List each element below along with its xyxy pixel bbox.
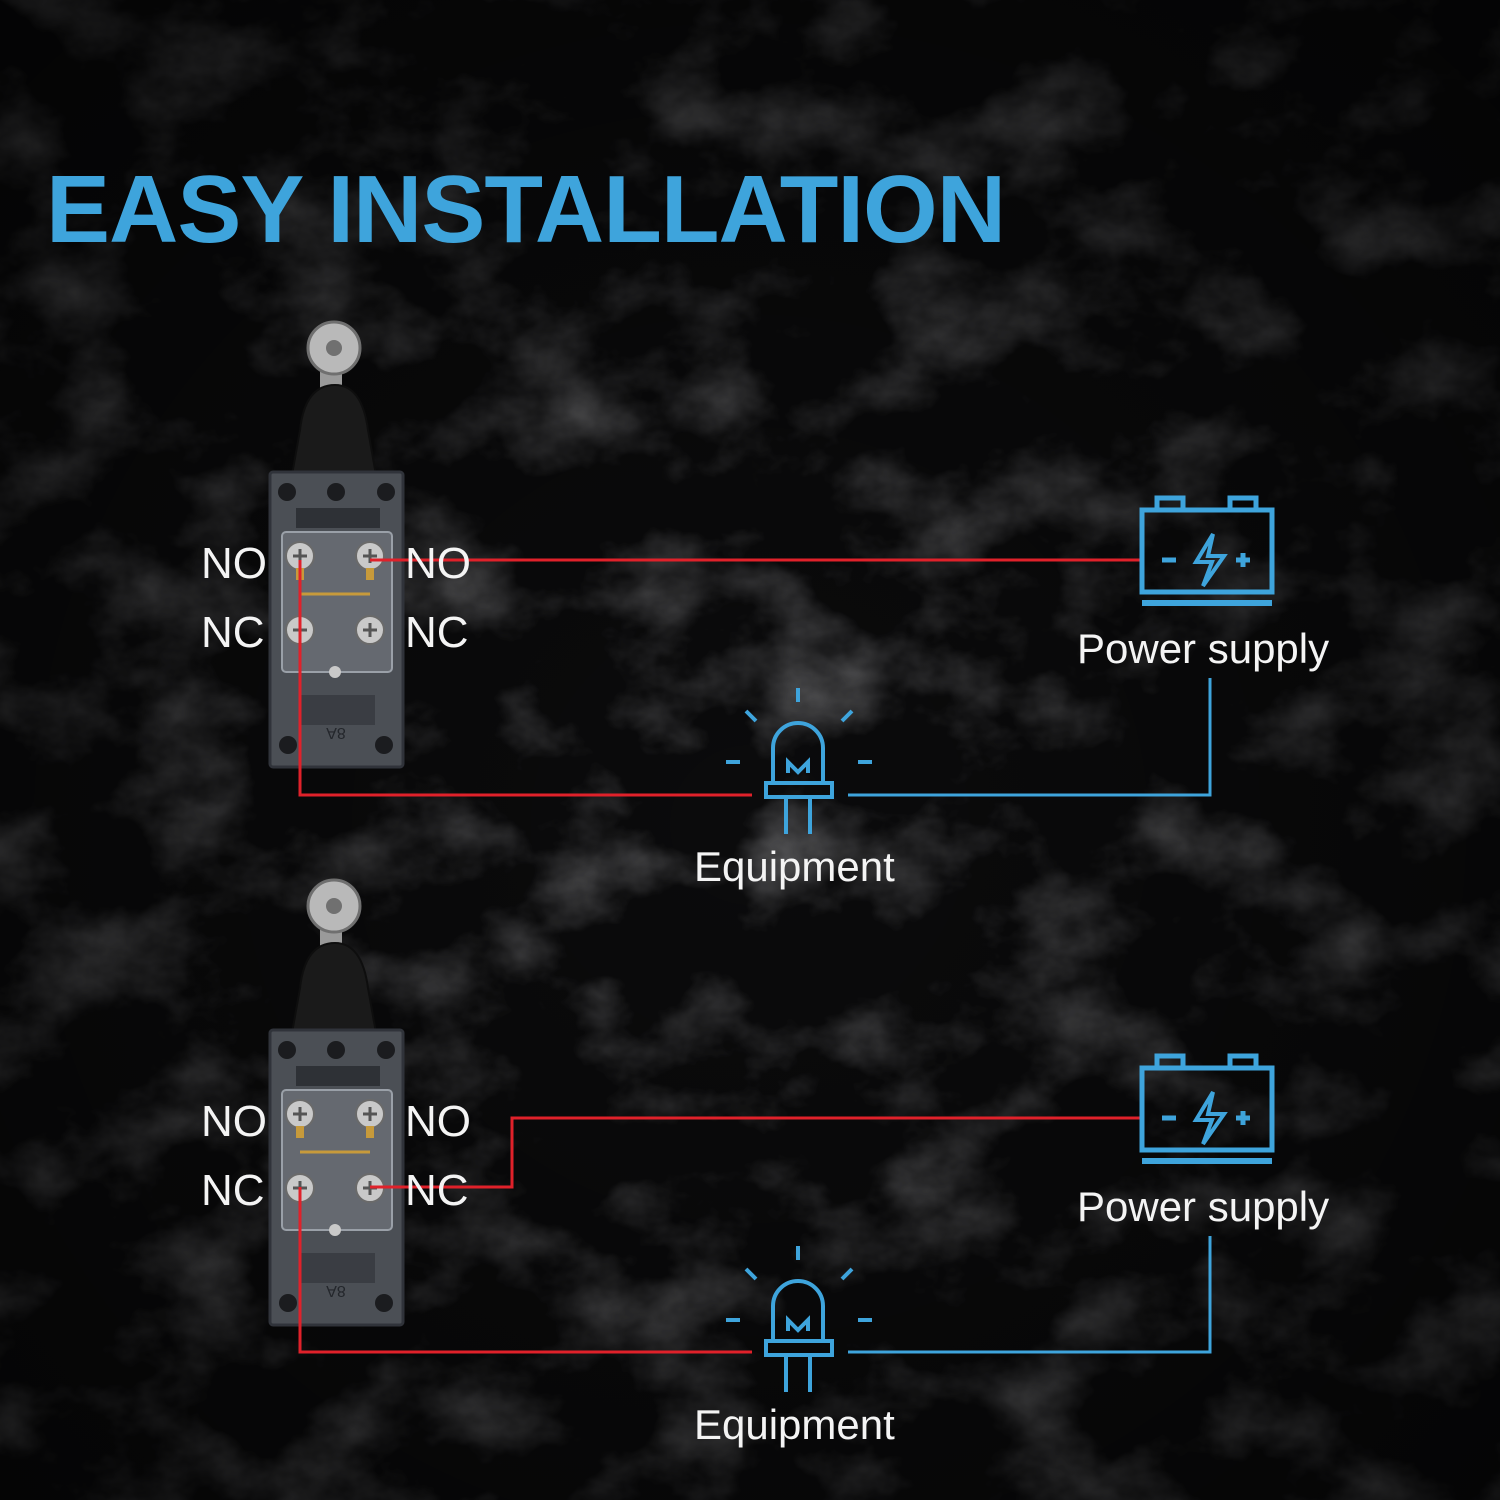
- battery-icon: [1139, 1053, 1275, 1164]
- page-title: EASY INSTALLATION: [46, 156, 1006, 263]
- terminal-label-left-nc: NC: [201, 1166, 265, 1215]
- wire-switch-to-equipment: [298, 1187, 752, 1354]
- wire-nc-to-power: [370, 1116, 1140, 1189]
- led-bulb-icon: [726, 1246, 872, 1392]
- limit-switch: 8A: [268, 320, 405, 769]
- wiring-diagram-nc: 8A NO NC NO NC Power: [0, 858, 1500, 1458]
- power-supply-label: Power supply: [1077, 1183, 1330, 1230]
- power-supply-label: Power supply: [1077, 625, 1330, 672]
- terminal-label-left-no: NO: [201, 1097, 267, 1146]
- led-bulb-icon: [726, 688, 872, 834]
- diagram-graphics: 8A: [268, 878, 1275, 1392]
- terminal-label-left-no: NO: [201, 539, 267, 588]
- red-wires: [298, 1116, 1140, 1354]
- limit-switch: 8A: [268, 878, 405, 1327]
- terminal-label-right-no: NO: [405, 1097, 471, 1146]
- battery-icon: [1139, 495, 1275, 606]
- wire-switch-to-equipment: [298, 560, 752, 797]
- switch-marking: 8A: [326, 1282, 346, 1299]
- diagram-graphics: 8A: [268, 320, 1275, 834]
- terminal-label-right-no: NO: [405, 539, 471, 588]
- switch-marking: 8A: [326, 724, 346, 741]
- red-wires: [298, 558, 1140, 797]
- wiring-diagram-no: 8A NO N: [0, 300, 1500, 900]
- terminal-label-left-nc: NC: [201, 608, 265, 657]
- equipment-label: Equipment: [694, 843, 895, 890]
- terminal-label-right-nc: NC: [405, 608, 469, 657]
- wire-power-to-equipment: [848, 1236, 1212, 1354]
- terminal-label-right-nc: NC: [405, 1166, 469, 1215]
- terminal-screws: [285, 541, 385, 678]
- equipment-label: Equipment: [694, 1401, 895, 1448]
- wire-power-to-equipment: [848, 678, 1212, 797]
- switch-boot: [290, 383, 378, 476]
- switch-boot: [290, 941, 378, 1034]
